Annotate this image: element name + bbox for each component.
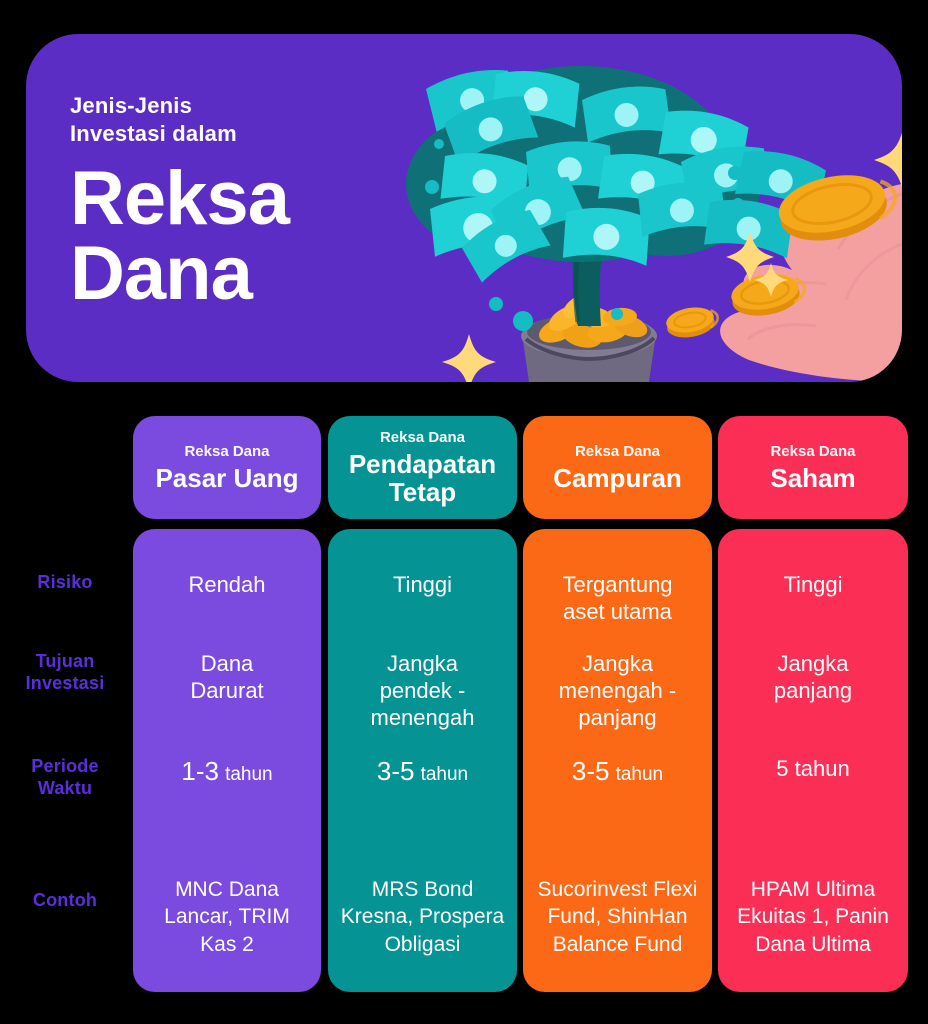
cell-risiko: Tergantung aset utama [562,572,673,624]
periode-value: 3-5 [376,756,415,786]
cell-risiko: Tinggi [392,572,453,597]
cell-contoh: HPAM Ultima Ekuitas 1, Panin Dana Ultima [737,878,889,956]
flying-coins [666,175,897,338]
row-label-risiko: Risiko [37,572,93,592]
column-body: Tinggi Jangka panjang 5 tahun HPAM Ultim… [718,529,908,992]
column-header-name: Pendapatan Tetap [348,448,497,507]
floating-dots [425,139,744,331]
column-header-pendapatan-tetap[interactable]: Reksa Dana Pendapatan Tetap [328,416,517,519]
cell-periode: 3-5 tahun [328,756,517,788]
periode-value: 5 [776,756,789,781]
cell-contoh: MNC Dana Lancar, TRIM Kas 2 [164,878,290,956]
column-header-campuran[interactable]: Reksa Dana Campuran [523,416,712,519]
row-label-tujuan-investasi: Tujuan Investasi [25,651,105,693]
row-label-periode-waktu: Periode Waktu [31,756,99,798]
hero-banner: Jenis-Jenis Investasi dalam Reksa Dana [26,34,902,382]
cell-tujuan: Jangka pendek - menengah [370,651,475,730]
column-header-sub: Reksa Dana [574,442,661,460]
column-header-pasar-uang[interactable]: Reksa Dana Pasar Uang [133,416,321,519]
banknote-leaves [426,70,826,283]
periode-value: 1-3 [181,756,219,786]
column-body: Rendah Dana Darurat 1-3 tahun MNC Dana L… [133,529,321,992]
column-header-sub: Reksa Dana [379,428,466,446]
pot-coins [539,293,648,348]
column-body: Tinggi Jangka pendek - menengah 3-5 tahu… [328,529,517,992]
cell-tujuan: Jangka menengah - panjang [558,651,677,730]
hero-kicker: Jenis-Jenis Investasi dalam [70,93,237,147]
column-body: Tergantung aset utama Jangka menengah - … [523,529,712,992]
cell-tujuan: Jangka panjang [773,651,853,703]
cell-periode: 3-5 tahun [523,756,712,788]
column-header-saham[interactable]: Reksa Dana Saham [718,416,908,519]
cell-contoh: MRS Bond Kresna, Prospera Obligasi [340,878,505,956]
pot-shape [521,314,657,382]
cell-tujuan: Dana Darurat [190,651,264,703]
column-header-name: Campuran [553,462,682,493]
page-title: Reksa Dana [70,156,290,316]
row-label-contoh: Contoh [32,890,98,910]
cell-risiko: Tinggi [783,572,843,597]
column-pasar-uang: Reksa Dana Pasar Uang Rendah Dana Darura… [133,416,321,992]
hero-text-block: Jenis-Jenis Investasi dalam Reksa Dana [70,92,430,311]
column-campuran: Reksa Dana Campuran Tergantung aset utam… [523,416,712,992]
cell-risiko: Rendah [188,572,266,597]
row-label-column: Risiko Tujuan Investasi Periode Waktu Co… [0,416,130,992]
periode-unit: tahun [420,764,469,785]
column-saham: Reksa Dana Saham Tinggi Jangka panjang 5… [718,416,908,992]
cell-periode: 1-3 tahun [133,756,321,788]
comparison-table: Risiko Tujuan Investasi Periode Waktu Co… [0,416,928,992]
periode-unit: tahun [225,764,273,785]
foliage-backdrop [406,66,761,262]
column-header-name: Pasar Uang [155,462,299,493]
sparkle-icons [442,130,902,382]
periode-unit: tahun [615,764,664,785]
periode-unit: tahun [794,756,850,781]
column-pendapatan-tetap: Reksa Dana Pendapatan Tetap Tinggi Jangk… [328,416,517,992]
column-header-sub: Reksa Dana [770,442,856,460]
cell-contoh: Sucorinvest Flexi Fund, ShinHan Balance … [537,878,698,956]
cell-periode: 5 tahun [718,756,908,783]
hand-shape [720,184,902,382]
column-header-sub: Reksa Dana [184,442,270,460]
periode-value: 3-5 [571,756,610,786]
column-header-name: Saham [770,462,856,493]
